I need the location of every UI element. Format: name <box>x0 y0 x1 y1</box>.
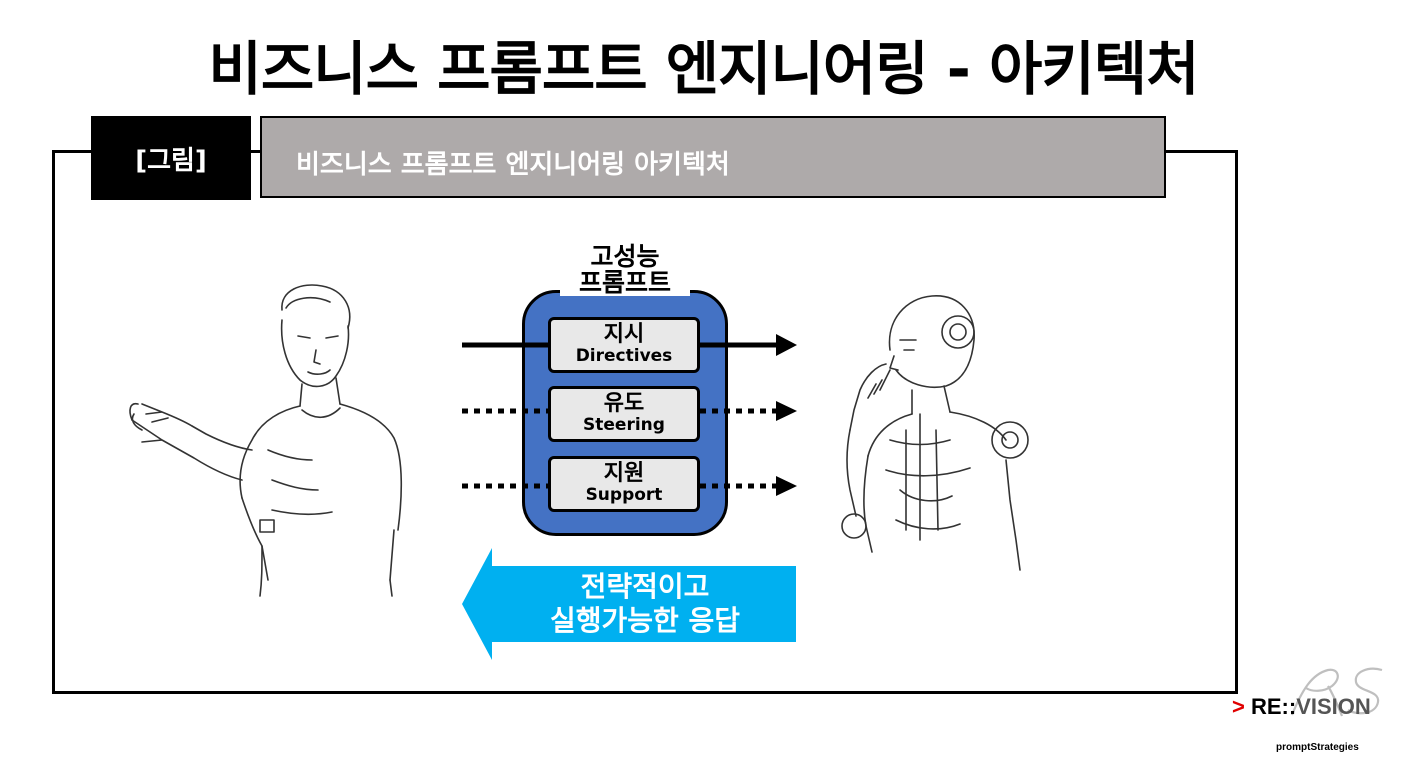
figure-caption: 비즈니스 프롬프트 엔지니어링 아키텍처 <box>260 116 1166 198</box>
prompt-box-title: 고성능 프롬프트 <box>560 244 690 296</box>
figure-tag: [그림] <box>91 116 251 200</box>
prompt-item-ko: 지시 <box>603 322 645 347</box>
logo-brand-light: VISION <box>1296 694 1371 719</box>
prompt-item-directives: 지시 Directives <box>548 317 700 373</box>
human-presenter-icon <box>129 284 403 597</box>
logo-prefix: > <box>1232 694 1245 719</box>
humanoid-robot-icon <box>841 295 1029 571</box>
rs-script-mark-icon <box>1290 667 1383 717</box>
directive-arrowhead <box>776 334 797 356</box>
logo-wordmark: > RE::VISION <box>1232 694 1371 720</box>
response-line2: 실행가능한 응답 <box>549 604 741 637</box>
logo-brand-bold: RE:: <box>1250 694 1297 719</box>
steering-arrowhead <box>776 401 797 421</box>
logo-subtitle: promptStrategies <box>1276 742 1359 753</box>
prompt-title-line1: 고성능 <box>560 244 690 270</box>
response-line1: 전략적이고 <box>580 570 710 603</box>
prompt-item-steering: 유도 Steering <box>548 386 700 442</box>
prompt-title-line2: 프롬프트 <box>560 270 690 296</box>
support-arrowhead <box>776 476 797 496</box>
prompt-item-en: Support <box>585 485 663 505</box>
page-title: 비즈니스 프롬프트 엔지니어링 - 아키텍처 <box>208 35 1200 103</box>
prompt-item-ko: 지원 <box>603 461 645 486</box>
prompt-item-en: Directives <box>575 346 673 366</box>
prompt-item-ko: 유도 <box>603 391 645 416</box>
brand-logo: > RE::VISION promptStrategies <box>1232 660 1402 760</box>
prompt-item-support: 지원 Support <box>548 456 700 512</box>
response-text: 전략적이고 실행가능한 응답 <box>500 570 790 638</box>
response-arrow <box>462 548 796 660</box>
prompt-item-en: Steering <box>583 415 665 435</box>
